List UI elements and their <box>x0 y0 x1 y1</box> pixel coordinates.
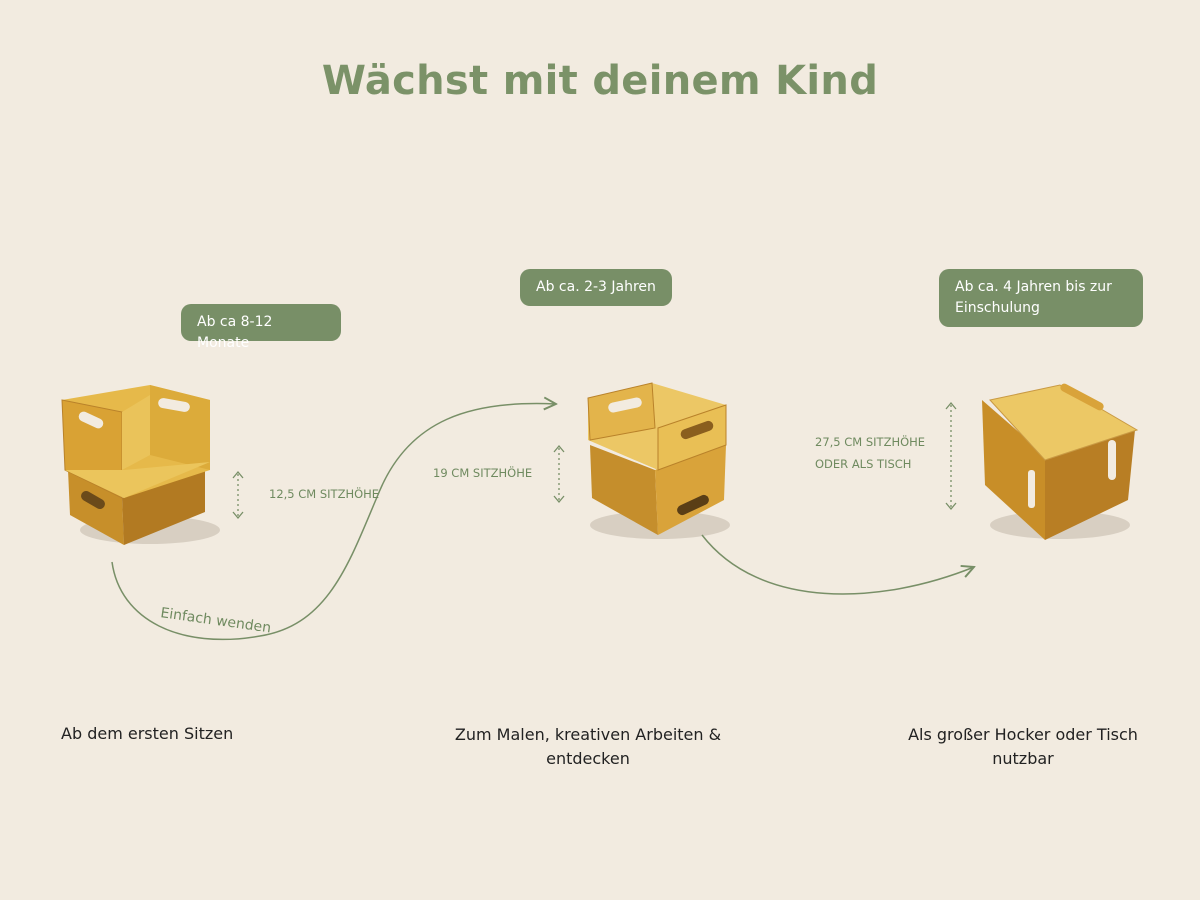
page-title: Wächst mit deinem Kind <box>321 58 879 104</box>
stage-3-caption-line2: nutzbar <box>992 749 1054 768</box>
chair-medium-seat-image <box>587 382 730 539</box>
chair-low-seat-image <box>61 385 220 545</box>
transition-arrow-curve <box>701 534 974 595</box>
height-indicator-3 <box>945 401 957 511</box>
stage-3-badge: Ab ca. 4 Jahren bis zur Einschulung <box>939 269 1143 327</box>
stage-3-caption-line1: Als großer Hocker oder Tisch <box>908 725 1138 744</box>
chair-table-image <box>982 383 1139 540</box>
stage-2-badge: Ab ca. 2-3 Jahren <box>520 269 672 306</box>
stage-3-height-line2: ODER ALS TISCH <box>815 457 912 471</box>
stage-3-caption: Als großer Hocker oder Tisch nutzbar <box>893 723 1153 771</box>
stage-3-badge-line1: Ab ca. 4 Jahren bis zur <box>955 279 1112 295</box>
stage-1-caption: Ab dem ersten Sitzen <box>61 724 234 743</box>
stage-2-caption: Zum Malen, kreativen Arbeiten & entdecke… <box>430 723 746 771</box>
stage-3-height-line1: 27,5 CM SITZHÖHE <box>815 435 926 449</box>
stage-2-caption-line2: entdecken <box>546 749 630 768</box>
height-indicator-2 <box>553 444 565 504</box>
height-indicator-1 <box>232 470 244 520</box>
stage-3-height: 27,5 CM SITZHÖHE ODER ALS TISCH <box>815 431 925 475</box>
stage-3-badge-line2: Einschulung <box>955 300 1040 316</box>
flip-arrow-label: Einfach wenden <box>159 605 272 636</box>
flip-arrow-curve <box>111 404 556 641</box>
stage-1-height: 12,5 CM SITZHÖHE <box>269 487 380 501</box>
stage-2-caption-line1: Zum Malen, kreativen Arbeiten & <box>454 725 722 744</box>
stage-1-badge: Ab ca 8-12 Monate <box>181 304 341 351</box>
stage-2-height: 19 CM SITZHÖHE <box>433 466 533 480</box>
